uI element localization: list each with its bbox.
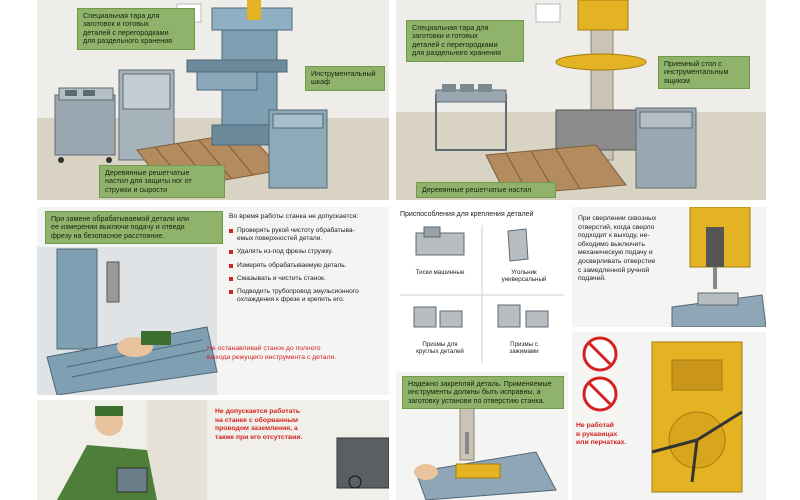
label-wooden-grate-right: Деревянные решетчатые настил xyxy=(416,182,556,199)
prohibited-item: Подводить трубопровод эмульсионного охла… xyxy=(229,288,387,304)
panel-milling-rules: При замене обрабатываемой детали или ее … xyxy=(37,207,389,395)
label-wooden-grate: Деревянные решетчатые настил для защиты … xyxy=(99,165,225,199)
panel-grounding: Не допускается работать на станке с обор… xyxy=(37,400,389,500)
caption-machine-vise: Тиски машинные xyxy=(415,269,465,276)
prohibited-item: Удалять из-под фрезы стружку. xyxy=(229,248,387,256)
label-secure-part: Надежно закрепляй деталь. Применяемые ин… xyxy=(402,376,564,410)
caption-prisms-round: Призмы для круглых деталей xyxy=(416,341,464,356)
label-replace-part: При замене обрабатываемой детали или ее … xyxy=(45,211,223,245)
drilling-workplace-illustration xyxy=(396,0,766,200)
warning-stop-machine: Не останавливай станок до полного выхода… xyxy=(207,345,337,361)
prohibited-item: Измерять обрабатываемую деталь. xyxy=(229,262,387,270)
panel-through-drilling: При сверлении сквозных отверстий, когда … xyxy=(572,207,766,327)
panel-secure-part: Надежно закрепляй деталь. Применяемые ин… xyxy=(396,372,568,500)
label-tool-cabinet: Инструментальный шкаф xyxy=(305,66,385,91)
grounding-illustration xyxy=(37,400,389,500)
no-gloves-warning: Не работай в рукавицах или перчатках. xyxy=(576,422,627,447)
through-drilling-text: При сверлении сквозных отверстий, когда … xyxy=(578,215,657,283)
label-special-container: Специальная тара для заготовок и готовых… xyxy=(77,8,195,50)
prohibited-item: Смазывать и чистить станок. xyxy=(229,275,387,283)
caption-prisms-clamps: Призмы с зажимами xyxy=(509,341,539,356)
fixtures-illustrations xyxy=(400,225,564,363)
panel-drilling-workplace: Специальная тара для заготовки и готовых… xyxy=(396,0,766,200)
rules-intro: Во время работы станка не допускается: xyxy=(229,213,359,220)
drilling-closeup-illustration xyxy=(572,207,766,327)
no-gloves-illustration xyxy=(572,332,766,500)
label-receiving-table: Приемный стол с инструментальным ящиком xyxy=(658,56,750,90)
panel-no-gloves: Не работай в рукавицах или перчатках. xyxy=(572,332,766,500)
label-special-container-right: Специальная тара для заготовки и готовых… xyxy=(406,20,524,62)
grounding-warning: Не допускается работать на станке с обор… xyxy=(215,408,303,441)
caption-universal-square: Угольник универсальный xyxy=(501,269,547,284)
fixtures-title: Приспособления для крепления деталей xyxy=(400,211,534,218)
panel-milling-workplace: Специальная тара для заготовок и готовых… xyxy=(37,0,389,200)
milling-operation-illustration xyxy=(37,207,389,395)
panel-fixtures: Приспособления для крепления деталей Тис… xyxy=(396,207,568,367)
prohibited-item: Проверять рукой чистоту обрабатыва- емых… xyxy=(229,227,387,243)
prohibited-actions-list: Проверять рукой чистоту обрабатыва- емых… xyxy=(229,227,387,309)
